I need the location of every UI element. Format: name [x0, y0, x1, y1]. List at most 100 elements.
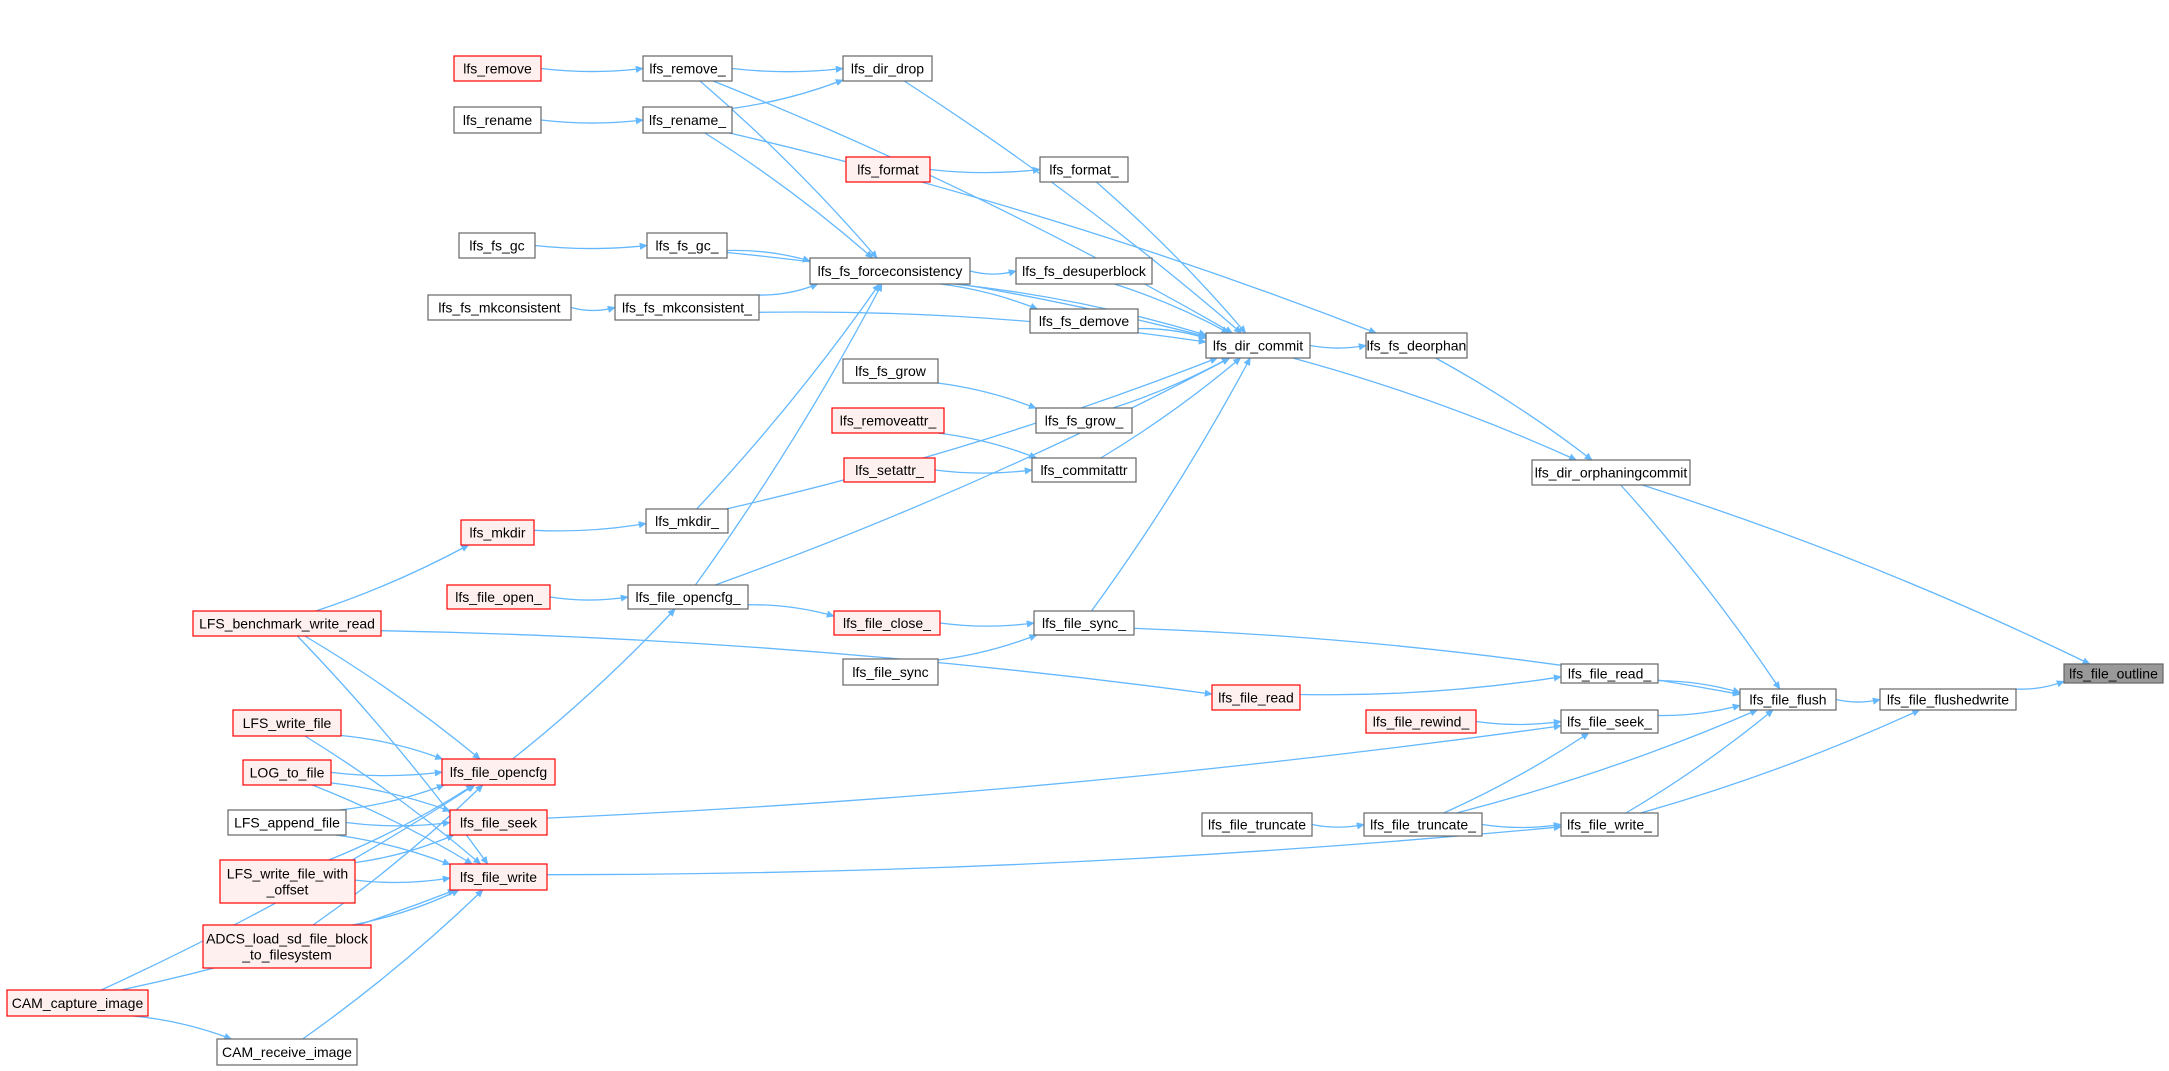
node-lfs_remove[interactable]: lfs_remove — [453, 55, 542, 82]
node-label: lfs_fs_mkconsistent_ — [622, 300, 752, 316]
node-lfs_file_seek_[interactable]: lfs_file_seek_ — [1560, 709, 1659, 734]
node-lfs_fs_mkconsistent[interactable]: lfs_fs_mkconsistent — [427, 294, 572, 321]
node-lfs_file_opencfg_[interactable]: lfs_file_opencfg_ — [627, 584, 749, 610]
node-lfs_removeattr_[interactable]: lfs_removeattr_ — [831, 407, 945, 434]
node-lfs_file_seek[interactable]: lfs_file_seek — [449, 809, 548, 836]
edge-lfs_file_read-to-lfs_file_read_ — [1299, 674, 1562, 696]
node-CAM_receive_image[interactable]: CAM_receive_image — [216, 1038, 358, 1066]
node-label: lfs_rename_ — [649, 112, 726, 128]
node-lfs_fs_grow[interactable]: lfs_fs_grow — [842, 358, 939, 384]
node-label: lfs_file_seek_ — [1567, 714, 1652, 730]
node-box — [6, 989, 149, 1017]
node-box — [1039, 156, 1129, 183]
edge-LOG_to_file-to-lfs_file_seek — [330, 782, 451, 812]
node-box — [1365, 332, 1468, 359]
node-lfs_file_open_[interactable]: lfs_file_open_ — [446, 584, 551, 610]
node-box — [449, 809, 548, 836]
edge-LFS_benchmark_write_read-to-lfs_file_opencfg — [304, 635, 481, 760]
node-label: lfs_fs_forceconsistency — [818, 263, 963, 279]
node-box — [1879, 688, 2017, 711]
node-box — [192, 610, 382, 637]
node-box — [242, 759, 332, 786]
node-LFS_write_file_with_offset[interactable]: LFS_write_file_with_offset — [219, 859, 356, 904]
node-label: lfs_file_write_ — [1567, 817, 1652, 833]
node-label: lfs_file_truncate_ — [1370, 817, 1476, 833]
edge-lfs_fs_gc_-to-lfs_fs_forceconsistency — [726, 249, 811, 263]
node-ADCS_load_sd_file_block_to_filesystem[interactable]: ADCS_load_sd_file_block_to_filesystem — [202, 924, 372, 969]
node-box — [1031, 457, 1137, 483]
edge-lfs_file_sync_-to-lfs_dir_commit — [1090, 357, 1251, 612]
node-LFS_benchmark_write_read[interactable]: LFS_benchmark_write_read — [192, 610, 382, 637]
node-lfs_file_sync_[interactable]: lfs_file_sync_ — [1033, 610, 1135, 636]
edge-lfs_fs_forceconsistency-to-lfs_fs_desuperblock — [969, 269, 1017, 277]
node-label: lfs_file_sync_ — [1042, 615, 1126, 631]
edge-LFS_append_file-to-lfs_file_opencfg — [339, 784, 445, 811]
node-lfs_file_truncate_[interactable]: lfs_file_truncate_ — [1363, 812, 1483, 837]
edge-CAM_capture_image-to-CAM_receive_image — [133, 1015, 233, 1040]
edge-lfs_removeattr_-to-lfs_commitattr — [937, 432, 1038, 459]
node-lfs_file_truncate[interactable]: lfs_file_truncate — [1201, 812, 1313, 837]
node-lfs_fs_demove[interactable]: lfs_fs_demove — [1029, 308, 1139, 334]
edge-lfs_fs_deorphan-to-lfs_dir_orphaningcommit — [1435, 357, 1593, 461]
node-lfs_file_write_[interactable]: lfs_file_write_ — [1560, 812, 1659, 837]
edge-lfs_remove_-to-lfs_dir_commit — [712, 80, 1233, 334]
node-lfs_format[interactable]: lfs_format — [845, 156, 931, 183]
edge-LFS_write_file-to-lfs_file_opencfg — [340, 734, 444, 760]
node-label: lfs_mkdir — [469, 525, 525, 541]
edge-lfs_file_read_-to-lfs_file_flush — [1657, 679, 1741, 694]
node-lfs_file_close_[interactable]: lfs_file_close_ — [833, 610, 941, 636]
node-label: lfs_remove — [463, 61, 532, 77]
edge-lfs_file_write-to-lfs_file_write_ — [546, 823, 1562, 876]
node-lfs_file_read[interactable]: lfs_file_read — [1211, 684, 1301, 711]
node-label: lfs_fs_grow — [855, 363, 927, 379]
node-lfs_file_write[interactable]: lfs_file_write — [449, 863, 548, 891]
node-lfs_file_outline[interactable]: lfs_file_outline — [2063, 663, 2164, 684]
edge-lfs_file_flush-to-lfs_file_flushedwrite — [1835, 697, 1881, 705]
edge-lfs_file_rewind_-to-lfs_file_seek_ — [1475, 718, 1562, 727]
edge-lfs_file_truncate_-to-lfs_file_write_ — [1481, 822, 1562, 830]
node-lfs_format_[interactable]: lfs_format_ — [1039, 156, 1129, 183]
node-lfs_setattr_[interactable]: lfs_setattr_ — [843, 457, 936, 483]
node-lfs_fs_mkconsistent_[interactable]: lfs_fs_mkconsistent_ — [614, 294, 760, 321]
node-lfs_dir_drop[interactable]: lfs_dir_drop — [842, 55, 933, 82]
node-lfs_fs_gc[interactable]: lfs_fs_gc — [458, 232, 536, 259]
node-lfs_fs_gc_[interactable]: lfs_fs_gc_ — [646, 232, 728, 259]
node-box — [453, 55, 542, 82]
node-LFS_write_file[interactable]: LFS_write_file — [232, 709, 342, 737]
edge-LFS_write_file-to-lfs_file_write — [304, 735, 482, 865]
node-lfs_rename_[interactable]: lfs_rename_ — [642, 106, 733, 134]
node-lfs_file_read_[interactable]: lfs_file_read_ — [1560, 663, 1659, 684]
node-lfs_mkdir_[interactable]: lfs_mkdir_ — [645, 508, 729, 534]
node-box — [642, 106, 733, 134]
node-lfs_remove_[interactable]: lfs_remove_ — [642, 55, 733, 82]
node-box — [1015, 257, 1153, 285]
node-label: lfs_fs_gc — [469, 238, 524, 254]
node-LOG_to_file[interactable]: LOG_to_file — [242, 759, 332, 786]
node-lfs_fs_forceconsistency[interactable]: lfs_fs_forceconsistency — [809, 257, 971, 285]
node-lfs_file_flushedwrite[interactable]: lfs_file_flushedwrite — [1879, 688, 2017, 711]
node-box — [460, 519, 535, 546]
node-label: LFS_write_file — [243, 715, 332, 731]
node-lfs_fs_desuperblock[interactable]: lfs_fs_desuperblock — [1015, 257, 1153, 285]
node-lfs_fs_grow_[interactable]: lfs_fs_grow_ — [1035, 407, 1133, 434]
node-lfs_mkdir[interactable]: lfs_mkdir — [460, 519, 535, 546]
node-box — [1560, 812, 1659, 837]
node-lfs_file_sync[interactable]: lfs_file_sync — [842, 658, 939, 686]
node-lfs_file_opencfg[interactable]: lfs_file_opencfg — [441, 758, 556, 786]
edge-lfs_fs_desuperblock-to-lfs_dir_commit — [1114, 283, 1230, 334]
node-label: LFS_benchmark_write_read — [199, 616, 375, 632]
node-lfs_rename[interactable]: lfs_rename — [453, 106, 542, 134]
node-box — [453, 106, 542, 134]
edge-lfs_file_sync-to-lfs_file_sync_ — [937, 634, 1038, 661]
node-lfs_file_rewind_[interactable]: lfs_file_rewind_ — [1365, 709, 1477, 734]
edge-lfs_fs_gc-to-lfs_fs_gc_ — [534, 242, 648, 250]
node-lfs_file_flush[interactable]: lfs_file_flush — [1739, 688, 1837, 711]
node-lfs_dir_orphaningcommit[interactable]: lfs_dir_orphaningcommit — [1531, 459, 1691, 486]
node-lfs_dir_commit[interactable]: lfs_dir_commit — [1205, 332, 1311, 359]
node-CAM_capture_image[interactable]: CAM_capture_image — [6, 989, 149, 1017]
node-box — [227, 809, 347, 836]
node-lfs_fs_deorphan[interactable]: lfs_fs_deorphan — [1365, 332, 1468, 359]
node-LFS_append_file[interactable]: LFS_append_file — [227, 809, 347, 836]
edge-lfs_file_truncate-to-lfs_file_truncate_ — [1311, 822, 1365, 830]
node-lfs_commitattr[interactable]: lfs_commitattr — [1031, 457, 1137, 483]
